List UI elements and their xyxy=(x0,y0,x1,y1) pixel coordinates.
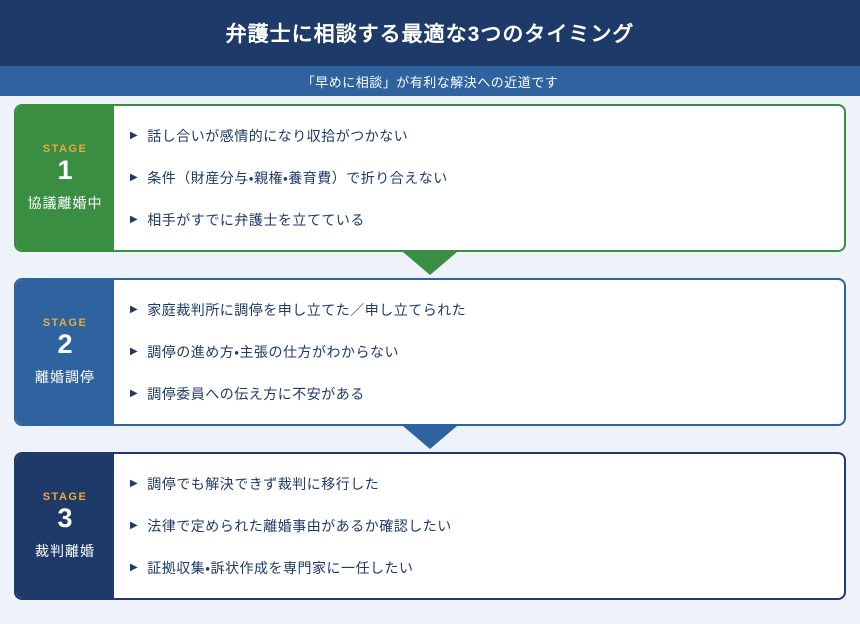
list-item: ▶ 法律で定められた離婚事由があるか確認したい xyxy=(130,516,844,536)
stage-1-number: 1 xyxy=(57,155,73,186)
arrow-row xyxy=(14,426,846,452)
bullet-triangle-icon: ▶ xyxy=(130,345,139,357)
arrow-down-icon xyxy=(403,252,457,275)
list-item-text: 法律で定められた離婚事由があるか確認したい xyxy=(147,518,452,534)
stage-3-number: 3 xyxy=(57,503,73,534)
arrow-down-icon xyxy=(403,426,457,449)
list-item: ▶ 調停の進め方・主張の仕方がわからない xyxy=(130,342,844,362)
list-item-text: 条件（財産分与・親権・養育費）で折り合えない xyxy=(147,170,448,186)
bullet-triangle-icon: ▶ xyxy=(130,387,139,399)
subtitle-text: 「早めに相談」が有利な解決への近道です xyxy=(301,74,559,90)
bullet-triangle-icon: ▶ xyxy=(130,171,139,183)
page-title: 弁護士に相談する最適な3つのタイミング xyxy=(225,23,635,46)
stage-1-items: ▶ 話し合いが感情的になり収拾がつかない ▶ 条件（財産分与・親権・養育費）で折… xyxy=(114,106,844,250)
bullet-triangle-icon: ▶ xyxy=(130,129,139,141)
list-item: ▶ 調停委員への伝え方に不安がある xyxy=(130,384,844,404)
list-item-text: 証拠収集・訴状作成を専門家に一任したい xyxy=(147,560,414,576)
stage-3-word-label: STAGE xyxy=(42,491,88,504)
list-item-text: 家庭裁判所に調停を申し立てた／申し立てられた xyxy=(147,302,467,318)
stage-3-box: STAGE 3 裁判離婚 ▶ 調停でも解決できず裁判に移行した ▶ 法律で定めら… xyxy=(14,452,846,600)
list-item-text: 話し合いが感情的になり収拾がつかない xyxy=(147,128,409,144)
stages-container: STAGE 1 協議離婚中 ▶ 話し合いが感情的になり収拾がつかない ▶ 条件（… xyxy=(0,96,860,600)
stage-3-name: 裁判離婚 xyxy=(35,542,95,559)
stage-1-sidebar: STAGE 1 協議離婚中 xyxy=(16,106,114,250)
stage-1-box: STAGE 1 協議離婚中 ▶ 話し合いが感情的になり収拾がつかない ▶ 条件（… xyxy=(14,104,846,252)
stage-3-sidebar: STAGE 3 裁判離婚 xyxy=(16,454,114,598)
list-item-text: 調停でも解決できず裁判に移行した xyxy=(147,476,380,492)
list-item: ▶ 調停でも解決できず裁判に移行した xyxy=(130,474,844,494)
stage-1-word-label: STAGE xyxy=(42,143,88,156)
stage-1-name: 協議離婚中 xyxy=(27,194,103,211)
list-item-text: 調停委員への伝え方に不安がある xyxy=(147,386,365,402)
bullet-triangle-icon: ▶ xyxy=(130,519,139,531)
stage-2-word-label: STAGE xyxy=(42,317,88,330)
list-item: ▶ 証拠収集・訴状作成を専門家に一任したい xyxy=(130,558,844,578)
bullet-triangle-icon: ▶ xyxy=(130,561,139,573)
stage-2-sidebar: STAGE 2 離婚調停 xyxy=(16,280,114,424)
bullet-triangle-icon: ▶ xyxy=(130,213,139,225)
stage-2-number: 2 xyxy=(57,329,73,360)
list-item: ▶ 相手がすでに弁護士を立てている xyxy=(130,210,844,230)
bullet-triangle-icon: ▶ xyxy=(130,303,139,315)
stage-3-items: ▶ 調停でも解決できず裁判に移行した ▶ 法律で定められた離婚事由があるか確認し… xyxy=(114,454,844,598)
stage-2-items: ▶ 家庭裁判所に調停を申し立てた／申し立てられた ▶ 調停の進め方・主張の仕方が… xyxy=(114,280,844,424)
subtitle-banner: 「早めに相談」が有利な解決への近道です xyxy=(0,66,860,96)
header-banner: 弁護士に相談する最適な3つのタイミング xyxy=(0,0,860,66)
stage-2-box: STAGE 2 離婚調停 ▶ 家庭裁判所に調停を申し立てた／申し立てられた ▶ … xyxy=(14,278,846,426)
bullet-triangle-icon: ▶ xyxy=(130,477,139,489)
stage-2-name: 離婚調停 xyxy=(35,368,95,385)
arrow-row xyxy=(14,252,846,278)
list-item-text: 相手がすでに弁護士を立てている xyxy=(147,212,365,228)
list-item: ▶ 話し合いが感情的になり収拾がつかない xyxy=(130,126,844,146)
list-item-text: 調停の進め方・主張の仕方がわからない xyxy=(147,344,399,360)
list-item: ▶ 家庭裁判所に調停を申し立てた／申し立てられた xyxy=(130,300,844,320)
list-item: ▶ 条件（財産分与・親権・養育費）で折り合えない xyxy=(130,168,844,188)
